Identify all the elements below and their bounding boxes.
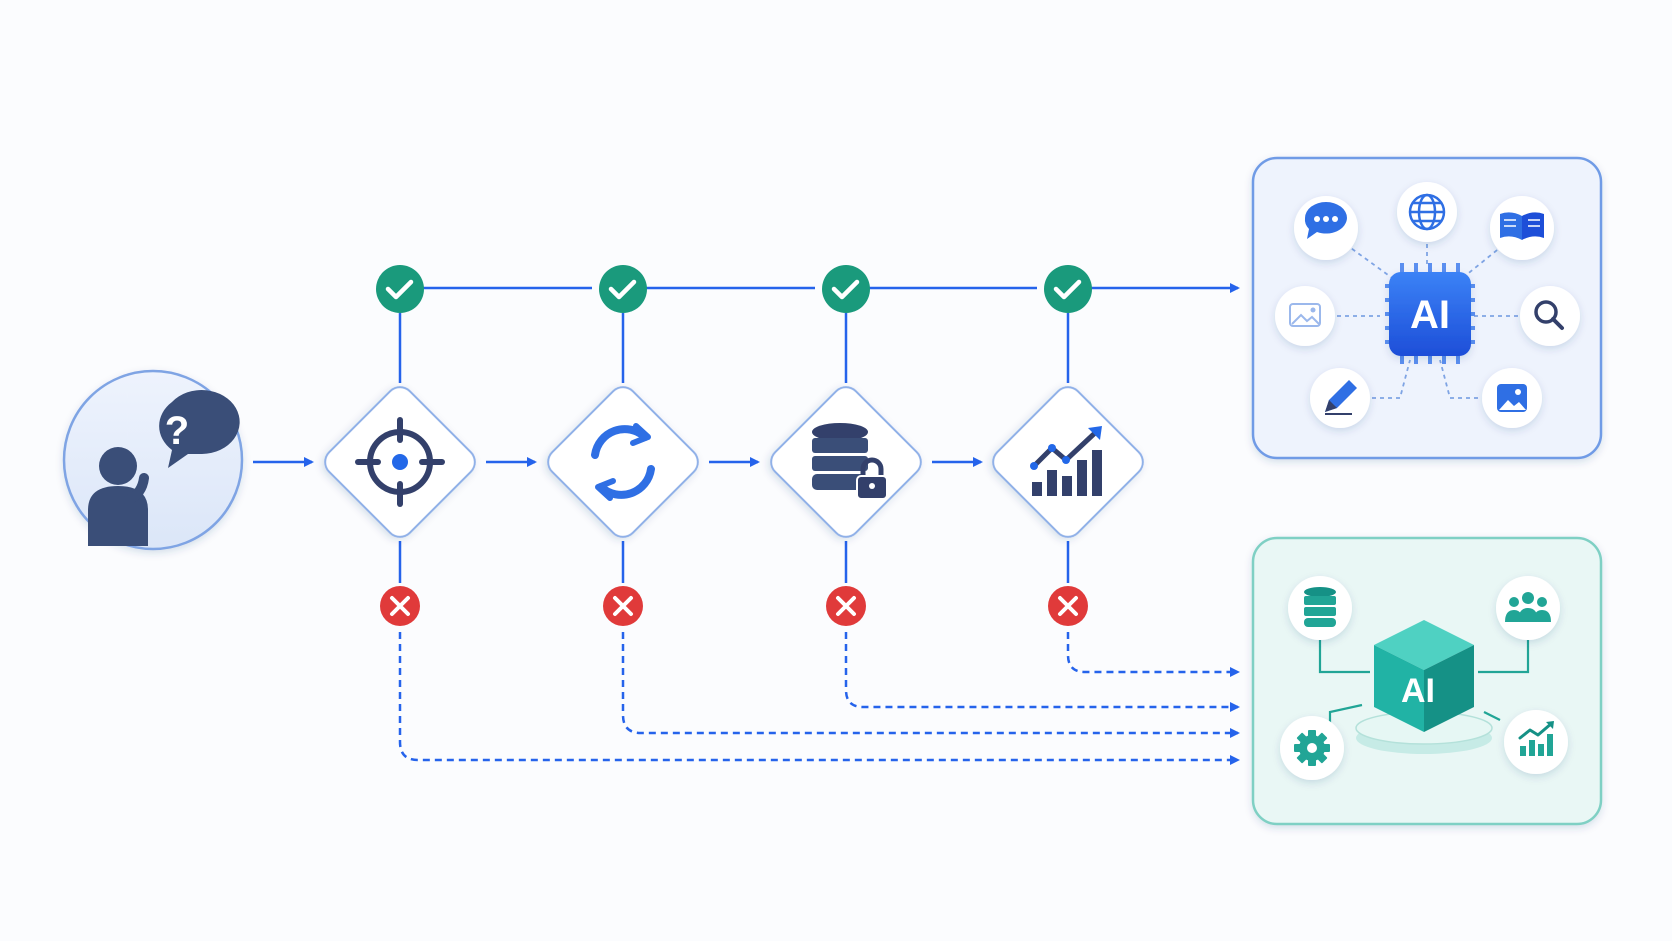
chat-icon: [1294, 196, 1358, 260]
general-ai-label: AI: [1410, 293, 1450, 337]
question-mark: ?: [165, 409, 189, 453]
user-node: ?: [62, 369, 244, 551]
cross-badge-3: [826, 586, 866, 626]
refresh-icon: [591, 423, 655, 501]
step-diamond-3: [770, 386, 922, 538]
team-icon: [1496, 576, 1560, 640]
user-question-icon: ?: [88, 390, 240, 546]
general-ai-panel: AI: [1251, 156, 1603, 460]
secure-database-icon: [812, 423, 888, 500]
globe-icon: [1397, 182, 1457, 242]
cross-badges: [380, 586, 1088, 626]
image-sparkle-icon: [1275, 286, 1335, 346]
check-badge-3: [822, 265, 870, 313]
pencil-icon: [1310, 368, 1370, 428]
connections: [253, 283, 1240, 765]
database-icon: [1288, 576, 1352, 640]
growth-chart-icon: [1030, 426, 1102, 496]
step-diamond-4: [992, 386, 1144, 538]
book-icon: [1490, 196, 1554, 260]
check-badge-4: [1044, 265, 1092, 313]
step-diamond-2: [547, 386, 699, 538]
chart-icon: [1504, 710, 1568, 774]
ai-chip: AI: [1385, 263, 1475, 364]
fallback-path-3: [844, 632, 1240, 712]
check-badge-1: [376, 265, 424, 313]
fallback-path-1: [398, 632, 1240, 765]
step-diamond-1: [324, 386, 476, 538]
cross-badge-1: [380, 586, 420, 626]
specialized-ai-label: AI: [1401, 672, 1435, 710]
image-icon: [1482, 368, 1542, 428]
target-icon: [355, 417, 445, 507]
check-badges: [376, 265, 1092, 313]
specialized-ai-panel: AI: [1251, 536, 1603, 826]
fallback-path-4: [1066, 632, 1240, 677]
search-icon: [1520, 286, 1580, 346]
fallback-path-2: [621, 632, 1240, 738]
check-badge-2: [599, 265, 647, 313]
ai-cube: AI: [1374, 620, 1474, 732]
cross-badge-4: [1048, 586, 1088, 626]
cross-badge-2: [603, 586, 643, 626]
gear-icon: [1280, 716, 1344, 780]
